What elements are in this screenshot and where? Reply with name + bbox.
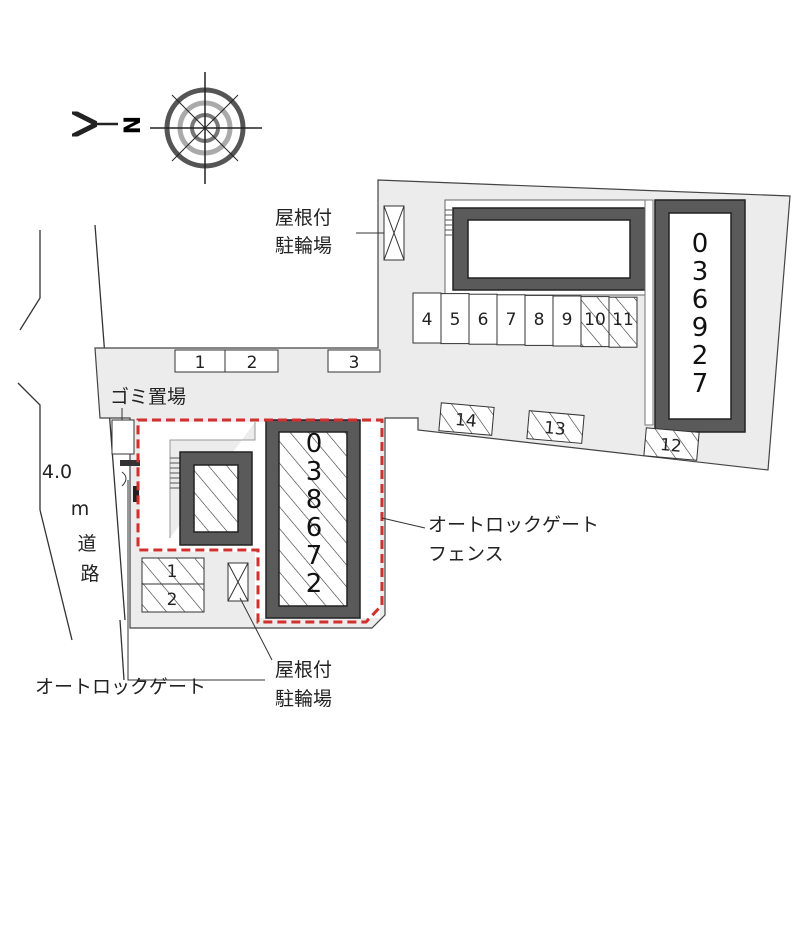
parking-space-4: 4 xyxy=(422,310,433,330)
parking-left-1: 1 xyxy=(167,562,178,582)
svg-text:3: 3 xyxy=(306,457,323,487)
stairs-icon xyxy=(445,209,453,236)
parking-space-box xyxy=(608,296,638,348)
svg-text:6: 6 xyxy=(692,285,709,315)
building-038672-id: 0 3 8 6 7 2 xyxy=(306,429,323,599)
road-width-value: 4.0 xyxy=(42,461,72,483)
bike-parking-top xyxy=(383,205,405,261)
svg-text:0: 0 xyxy=(306,429,323,459)
parking-space-11: 11 xyxy=(612,310,634,330)
parking-left-2: 2 xyxy=(167,590,178,610)
road-unit-m: m xyxy=(71,498,90,520)
parking-space-box xyxy=(496,294,526,346)
parking-space-8: 8 xyxy=(534,310,545,330)
road-unit-road2: 路 xyxy=(80,563,99,585)
bike-parking-bottom xyxy=(227,562,249,602)
autolock-fence-label-2: フェンス xyxy=(428,543,504,565)
parking-space-12: 12 xyxy=(659,435,682,457)
svg-text:9: 9 xyxy=(692,313,709,343)
compass-icon: N xyxy=(92,72,262,184)
building-036927-id: 0 3 6 9 2 7 xyxy=(692,229,709,399)
autolock-gate-label: オートロックゲート xyxy=(35,676,206,698)
garbage-area xyxy=(111,419,135,455)
garbage-label: ゴミ置場 xyxy=(110,386,186,408)
parking-space-14: 14 xyxy=(454,410,477,432)
parking-space-5: 5 xyxy=(450,310,461,330)
autolock-fence xyxy=(136,418,384,624)
parking-space-10: 10 xyxy=(584,310,606,330)
svg-text:3: 3 xyxy=(692,257,709,287)
svg-text:8: 8 xyxy=(306,485,323,515)
parking-space-7: 7 xyxy=(506,310,517,330)
parking-space-3: 3 xyxy=(349,353,360,373)
gate-icon xyxy=(120,460,140,502)
road xyxy=(17,224,126,681)
north-label: N xyxy=(121,116,146,134)
parking-front: 1 2 3 xyxy=(174,349,381,373)
parking-bottom: 14 13 12 xyxy=(438,402,700,461)
svg-text:7: 7 xyxy=(306,541,323,571)
road-unit-road1: 道 xyxy=(77,533,96,555)
parking-space-1: 1 xyxy=(195,353,206,373)
svg-text:7: 7 xyxy=(692,369,709,399)
parking-space-9: 9 xyxy=(562,310,573,330)
parking-left-lot: 1 2 xyxy=(141,557,205,613)
bike-parking-bottom-label-2: 駐輪場 xyxy=(275,688,332,710)
parking-space-box xyxy=(468,293,498,345)
svg-text:2: 2 xyxy=(692,341,709,371)
autolock-fence-label-1: オートロックゲート xyxy=(428,514,599,536)
bike-parking-bottom-label-1: 屋根付 xyxy=(275,659,332,681)
stairs-icon xyxy=(170,457,180,489)
bike-parking-top-label-2: 駐輪場 xyxy=(275,235,332,257)
svg-text:2: 2 xyxy=(306,569,323,599)
bike-parking-top-label-1: 屋根付 xyxy=(275,207,332,229)
parking-space-6: 6 xyxy=(478,310,489,330)
svg-text:6: 6 xyxy=(306,513,323,543)
parking-space-box xyxy=(412,292,442,344)
parking-space-2: 2 xyxy=(247,353,258,373)
parking-space-13: 13 xyxy=(543,418,566,440)
svg-text:0: 0 xyxy=(692,229,709,259)
parking-space-box xyxy=(440,293,470,345)
